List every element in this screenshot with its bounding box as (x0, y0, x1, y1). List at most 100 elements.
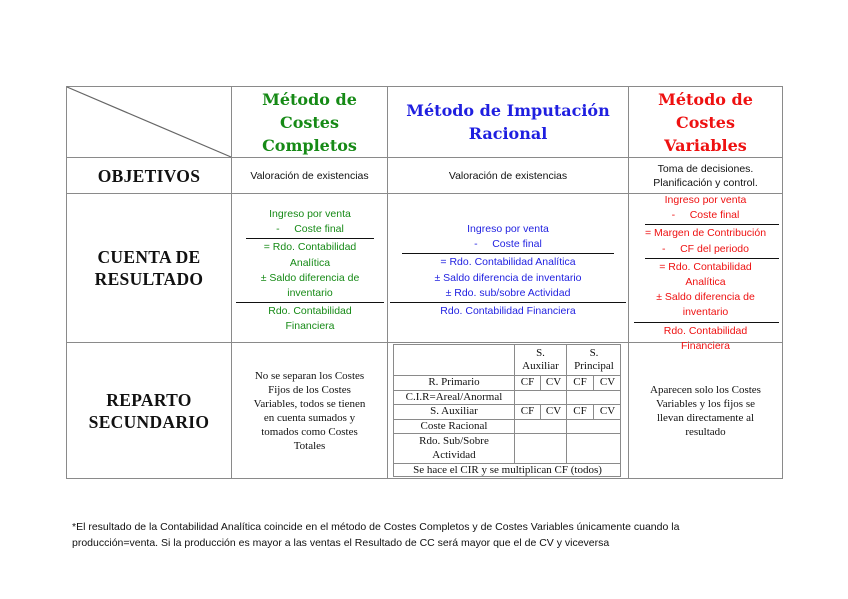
cell-text: Totales (293, 439, 326, 452)
account-line: Ingreso por venta (664, 194, 747, 206)
footnote: *El resultado de la Contabilidad Analíti… (72, 520, 772, 551)
cell-text: Fijos de los Costes (268, 383, 351, 396)
nested-cell-cv: CV (540, 375, 566, 390)
header-text: S. Auxiliar (522, 346, 559, 373)
cell-text: resultado (685, 425, 726, 438)
table-border-bottom (66, 478, 783, 479)
table-border-left (66, 86, 67, 479)
cell-text: Variables, todos se tienen (253, 397, 366, 410)
nested-cell-cf: CF (566, 375, 593, 390)
objetivos-completos: Valoración de existencias (232, 158, 387, 193)
account-line: - Coste final (671, 209, 740, 222)
account-line: inventario (682, 306, 729, 319)
footnote-line: *El resultado de la Contabilidad Analíti… (72, 521, 680, 533)
col-divider (387, 86, 388, 479)
row-label-text: OBJETIVOS (97, 165, 201, 186)
account-line: ± Saldo diferencia de inventario (434, 271, 582, 284)
account-line: inventario (287, 287, 333, 300)
nested-cell-cv: CV (593, 404, 621, 419)
corner-diagonal (66, 86, 232, 158)
account-line: = Rdo. Contabilidad (263, 241, 357, 254)
nested-cell-empty (566, 419, 621, 433)
header-line: Método de (658, 89, 753, 109)
nested-row-label: S. Auxiliar (394, 404, 514, 419)
nested-row-label: C.I.R=Areal/Anormal (394, 390, 514, 404)
account-line: Financiera (285, 320, 335, 333)
account-line: = Rdo. Contabilidad (659, 260, 752, 273)
header-line: Método de Imputación (406, 101, 610, 120)
cell-text: tomados como Costes (261, 425, 358, 438)
subtotal-rule (645, 257, 779, 259)
header-line: Racional (468, 124, 548, 143)
nested-cell-cf: CF (514, 375, 540, 390)
nested-row-label: R. Primario (394, 375, 514, 390)
nested-row-label: Rdo. Sub/Sobre Actividad (394, 433, 514, 463)
subtotal-rule (645, 224, 779, 226)
cell-text: Valoración de existencias (448, 169, 568, 182)
header-line: Costes (676, 112, 735, 132)
col-divider (231, 86, 232, 479)
row-label-text: REPARTO (106, 389, 192, 410)
header-text: S. Principal (574, 346, 614, 373)
row-label-objetivos: OBJETIVOS (67, 158, 231, 193)
account-line: Rdo. Contabilidad (268, 305, 352, 318)
header-line: Costes (280, 112, 339, 132)
total-rule (390, 302, 626, 304)
table-border-right (782, 86, 783, 479)
account-line: ± Saldo diferencia de (656, 291, 755, 304)
row-divider (66, 342, 783, 343)
total-rule (634, 321, 779, 323)
footnote-line: producción=venta. Si la producción es ma… (72, 536, 610, 549)
account-line: Rdo. Contabilidad Financiera (440, 305, 576, 318)
row-label-text: RESULTADO (94, 269, 204, 289)
account-line: - Coste final (276, 223, 344, 236)
account-line: Financiera (680, 339, 731, 352)
cuenta-completos: Ingreso por venta - Coste final = Rdo. C… (236, 207, 384, 335)
account-line: ± Saldo diferencia de (260, 271, 360, 284)
nested-header-s-principal: S. Principal (566, 345, 621, 375)
header-costes-variables: Método de Costes Variables (629, 87, 782, 157)
cell-text: Valoración de existencias (250, 169, 369, 182)
objetivos-racional: Valoración de existencias (388, 158, 628, 193)
table-border-top (66, 86, 783, 87)
nested-cell-empty (514, 419, 566, 433)
nested-cell-cf: CF (566, 404, 593, 419)
account-line: Ingreso por venta (467, 223, 549, 235)
header-costes-completos: Método de Costes Completos (232, 87, 387, 157)
row-label-cuenta-resultado: CUENTA DE RESULTADO (67, 194, 231, 342)
account-line: = Margen de Contribución (644, 227, 767, 240)
objetivos-variables: Toma de decisiones. Planificación y cont… (629, 158, 782, 193)
cell-text: No se separan los Costes (254, 369, 365, 382)
row-label-text: CUENTA DE (97, 247, 201, 267)
account-line: Analítica (685, 276, 726, 289)
nested-corner (394, 345, 514, 375)
nested-row-label: Coste Racional (394, 419, 514, 433)
row-label-text: SECUNDARIO (88, 411, 210, 432)
row-divider (66, 193, 783, 194)
header-line: Variables (664, 135, 747, 155)
reparto-variables: Aparecen solo los Costes Variables y los… (629, 343, 782, 478)
cell-text: Planificación y control. (653, 176, 758, 189)
row-divider (66, 157, 783, 158)
cell-text: llevan directamente al (656, 411, 755, 424)
subtotal-rule (246, 238, 374, 240)
subtotal-rule (402, 253, 614, 255)
nested-header-s-auxiliar: S. Auxiliar (514, 345, 566, 375)
cuenta-racional: Ingreso por venta - Coste final = Rdo. C… (390, 222, 626, 319)
cell-text: en cuenta sumados y (263, 411, 356, 424)
account-line: - Coste final (474, 238, 542, 251)
nested-cell-cf: CF (514, 404, 540, 419)
header-imputacion-racional: Método de Imputación Racional (388, 87, 628, 157)
nested-footer: Se hace el CIR y se multiplican CF (todo… (394, 463, 621, 477)
account-line: Rdo. Contabilidad (663, 324, 748, 337)
cell-text: Toma de decisiones. (657, 162, 754, 175)
header-line: Completos (262, 135, 357, 155)
account-line: Analítica (289, 256, 331, 269)
cell-text: Variables y los fijos se (656, 397, 755, 410)
reparto-racional-table: S. Auxiliar S. Principal R. Primario CF … (393, 344, 621, 477)
account-line: - CF del periodo (662, 242, 749, 255)
nested-cell-empty (514, 390, 566, 404)
reparto-completos: No se separan los Costes Fijos de los Co… (232, 343, 387, 478)
cell-text: Aparecen solo los Costes (650, 383, 761, 396)
cuenta-variables: Ingreso por venta - Coste final = Margen… (630, 193, 781, 354)
